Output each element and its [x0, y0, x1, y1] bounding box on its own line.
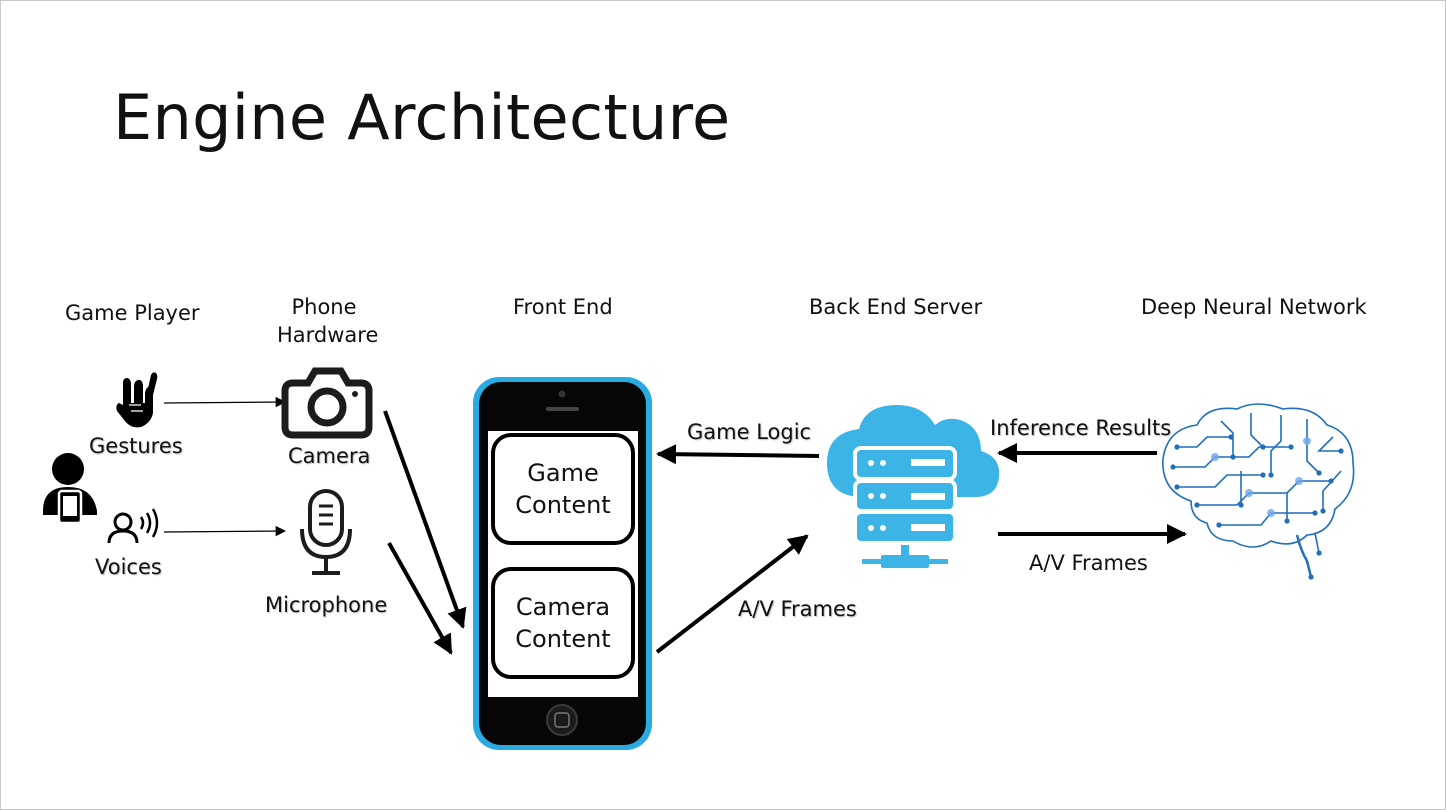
game-content-text: Game Content: [493, 457, 633, 521]
camera-content-line1: Camera: [515, 593, 611, 621]
game-content-line1: Game: [527, 459, 599, 487]
voice-icon: [107, 508, 159, 544]
column-label-deep-neural-network: Deep Neural Network: [1141, 295, 1367, 319]
hand-gesture-icon: [116, 372, 158, 428]
microphone-label: Microphone: [265, 593, 388, 617]
camera-content-box: [491, 567, 635, 679]
voices-to-microphone-arrow: [163, 525, 287, 537]
user-with-phone-icon: [43, 453, 97, 525]
game-logic-arrow: [656, 444, 820, 465]
inference-results-label: Inference Results: [990, 416, 1172, 440]
camera-icon: [281, 367, 373, 439]
column-label-phone-hardware: Phone Hardware: [277, 293, 379, 349]
page-title: Engine Architecture: [113, 81, 731, 154]
column-label-phone-line1: Phone: [291, 295, 357, 319]
column-label-front-end: Front End: [513, 295, 613, 319]
gestures-to-camera-arrow: [163, 396, 287, 408]
game-logic-label: Game Logic: [687, 420, 812, 444]
voices-label: Voices: [95, 555, 162, 579]
microphone-icon: [300, 489, 352, 575]
gestures-label: Gestures: [89, 434, 183, 458]
cloud-server-icon: [827, 405, 1000, 568]
smartphone-icon: [473, 377, 652, 750]
av-frames-to-dnn-label: A/V Frames: [1029, 551, 1148, 575]
column-label-phone-line2: Hardware: [277, 323, 379, 347]
camera-label: Camera: [288, 444, 371, 468]
game-content-box: [491, 433, 635, 545]
column-label-game-player: Game Player: [65, 301, 200, 325]
circuit-brain-icon: [1162, 403, 1355, 580]
av-frames-to-server-label: A/V Frames: [738, 597, 857, 621]
column-label-back-end-server: Back End Server: [809, 295, 983, 319]
camera-content-text: Camera Content: [493, 591, 633, 655]
microphone-to-phone-arrow: [387, 542, 453, 655]
camera-to-phone-arrow: [383, 410, 467, 629]
game-content-line2: Content: [515, 491, 611, 519]
av-frames-to-server-arrow: [655, 534, 809, 654]
camera-content-line2: Content: [515, 625, 611, 653]
